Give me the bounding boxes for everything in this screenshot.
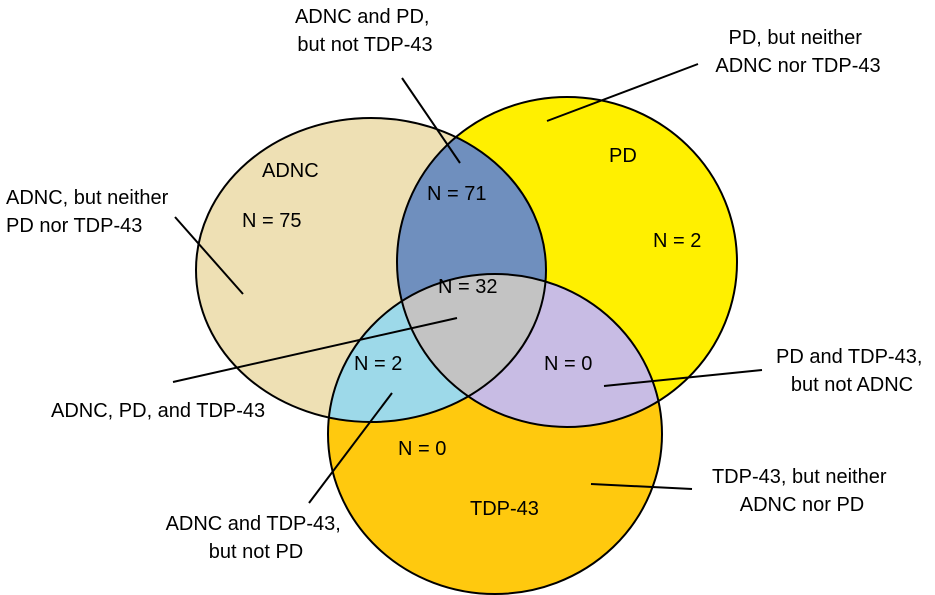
pd-label: PD — [609, 145, 637, 167]
adnc-only-count: N = 75 — [242, 210, 301, 232]
callout-adnc-tdp43: ADNC and TDP-43, but not PD — [166, 513, 347, 563]
tdp43-only-count: N = 0 — [398, 438, 446, 460]
pd-only-count: N = 2 — [653, 230, 701, 252]
callout-adnc-pd: ADNC and PD, but not TDP-43 — [295, 6, 435, 56]
leader-adnc-tdp43 — [308, 392, 393, 504]
tdp43-outline — [327, 273, 663, 595]
leader-pd-only — [546, 63, 699, 122]
adnc-pd-count: N = 71 — [427, 183, 486, 205]
leader-adnc-only — [174, 216, 244, 295]
leader-pd-tdp43 — [603, 369, 763, 387]
callout-adnc-only: ADNC, but neither PD nor TDP-43 — [6, 187, 174, 237]
callout-pd-only: PD, but neither ADNC nor TDP-43 — [715, 27, 880, 77]
all-three-count: N = 32 — [438, 276, 497, 298]
adnc-label: ADNC — [262, 160, 319, 182]
leader-adnc-pd — [401, 77, 461, 164]
callout-tdp43-only: TDP-43, but neither ADNC nor PD — [712, 466, 892, 516]
callout-pd-tdp43: PD and TDP-43, but not ADNC — [776, 346, 928, 396]
leader-tdp43-only — [590, 483, 693, 490]
adnc-tdp43-region — [328, 274, 546, 422]
callout-all-three: ADNC, PD, and TDP-43 — [51, 400, 265, 422]
pd-outline — [396, 96, 738, 428]
leader-all-three — [172, 317, 458, 383]
tdp43-label: TDP-43 — [470, 498, 539, 520]
adnc-tdp43-count: N = 2 — [354, 353, 402, 375]
pd-tdp43-count: N = 0 — [544, 353, 592, 375]
